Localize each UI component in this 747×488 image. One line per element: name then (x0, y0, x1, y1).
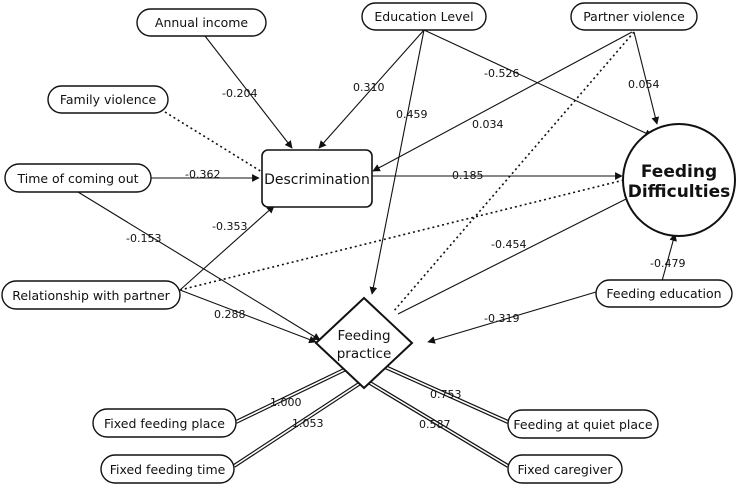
node-annual-income: Annual income (136, 8, 267, 37)
coef-caregiver: 0.587 (419, 418, 451, 431)
coef-feeding-education-practice: -0.319 (484, 312, 519, 325)
edge-partner-discrimination (372, 31, 633, 172)
coef-fixed-time: 1.053 (292, 417, 324, 430)
coef-education-discrimination: 0.310 (353, 81, 385, 94)
svg-text:practice: practice (337, 346, 392, 362)
svg-text:Descrimination: Descrimination (264, 172, 370, 188)
node-feeding-practice: Feeding practice (314, 296, 414, 390)
node-time-of-coming-out: Time of coming out (4, 163, 152, 193)
coef-feeding-education-difficulties: -0.479 (650, 257, 685, 270)
svg-text:Feeding: Feeding (337, 328, 390, 344)
coef-practice-difficulties: -0.454 (491, 238, 526, 251)
coef-time-practice: -0.153 (126, 232, 161, 245)
node-discrimination: Descrimination (261, 149, 373, 208)
coef-education-practice: 0.459 (396, 108, 428, 121)
edge-partner-difficulties (633, 31, 660, 125)
node-family-violence: Family violence (47, 85, 169, 114)
svg-text:Education Level: Education Level (374, 9, 473, 24)
edge-relationship-difficulties (179, 179, 625, 291)
svg-text:Family violence: Family violence (60, 92, 157, 107)
coef-partner-difficulties: 0.054 (628, 78, 660, 91)
edge-feeding-education-difficulties (661, 233, 677, 282)
svg-text:Fixed feeding place: Fixed feeding place (104, 416, 225, 431)
node-fixed-feeding-place: Fixed feeding place (92, 408, 237, 438)
node-fixed-caregiver: Fixed caregiver (507, 454, 623, 484)
svg-text:Fixed feeding time: Fixed feeding time (110, 462, 226, 477)
svg-text:Relationship with partner: Relationship with partner (12, 288, 170, 303)
coef-partner-discrimination: 0.034 (472, 118, 504, 131)
svg-text:Feeding education: Feeding education (606, 286, 721, 301)
svg-text:Annual income: Annual income (155, 15, 249, 30)
svg-text:Difficulties: Difficulties (628, 182, 731, 202)
svg-text:Fixed caregiver: Fixed caregiver (517, 462, 613, 477)
coef-relationship-discrimination: -0.353 (212, 220, 247, 233)
edge-partner-practice (392, 31, 635, 313)
node-relationship-with-partner: Relationship with partner (1, 280, 181, 310)
node-fixed-feeding-time: Fixed feeding time (100, 454, 235, 484)
edge-practice-difficulties (397, 195, 633, 315)
node-feeding-education: Feeding education (595, 279, 733, 308)
coef-fixed-place: 1.000 (270, 396, 302, 409)
coef-quiet-place: 0.753 (430, 388, 462, 401)
node-partner-violence: Partner violence (570, 2, 698, 31)
node-education-level: Education Level (361, 2, 487, 31)
edge-feeding-education-practice (427, 291, 597, 344)
svg-text:Feeding at quiet place: Feeding at quiet place (513, 417, 652, 432)
coef-income-discrimination: -0.204 (222, 87, 257, 100)
svg-text:Partner violence: Partner violence (583, 9, 685, 24)
coef-education-difficulties: -0.526 (484, 67, 519, 80)
edge-relationship-practice (179, 289, 317, 344)
edge-income-discrimination (204, 35, 293, 149)
node-feeding-at-quiet-place: Feeding at quiet place (507, 409, 659, 439)
edge-relationship-discrimination (179, 205, 275, 291)
coef-discrimination-difficulties: 0.185 (452, 169, 484, 182)
node-feeding-difficulties: Feeding Difficulties (622, 123, 736, 237)
coef-relationship-practice: 0.288 (214, 308, 246, 321)
svg-text:Feeding: Feeding (641, 162, 717, 182)
svg-text:Time of coming out: Time of coming out (16, 171, 138, 186)
edge-education-practice (369, 29, 425, 295)
coef-time-discrimination: -0.362 (185, 168, 220, 181)
edge-family-violence-discrimination (164, 111, 263, 173)
edge-time-practice (77, 191, 321, 341)
edge-education-discrimination (318, 29, 425, 149)
